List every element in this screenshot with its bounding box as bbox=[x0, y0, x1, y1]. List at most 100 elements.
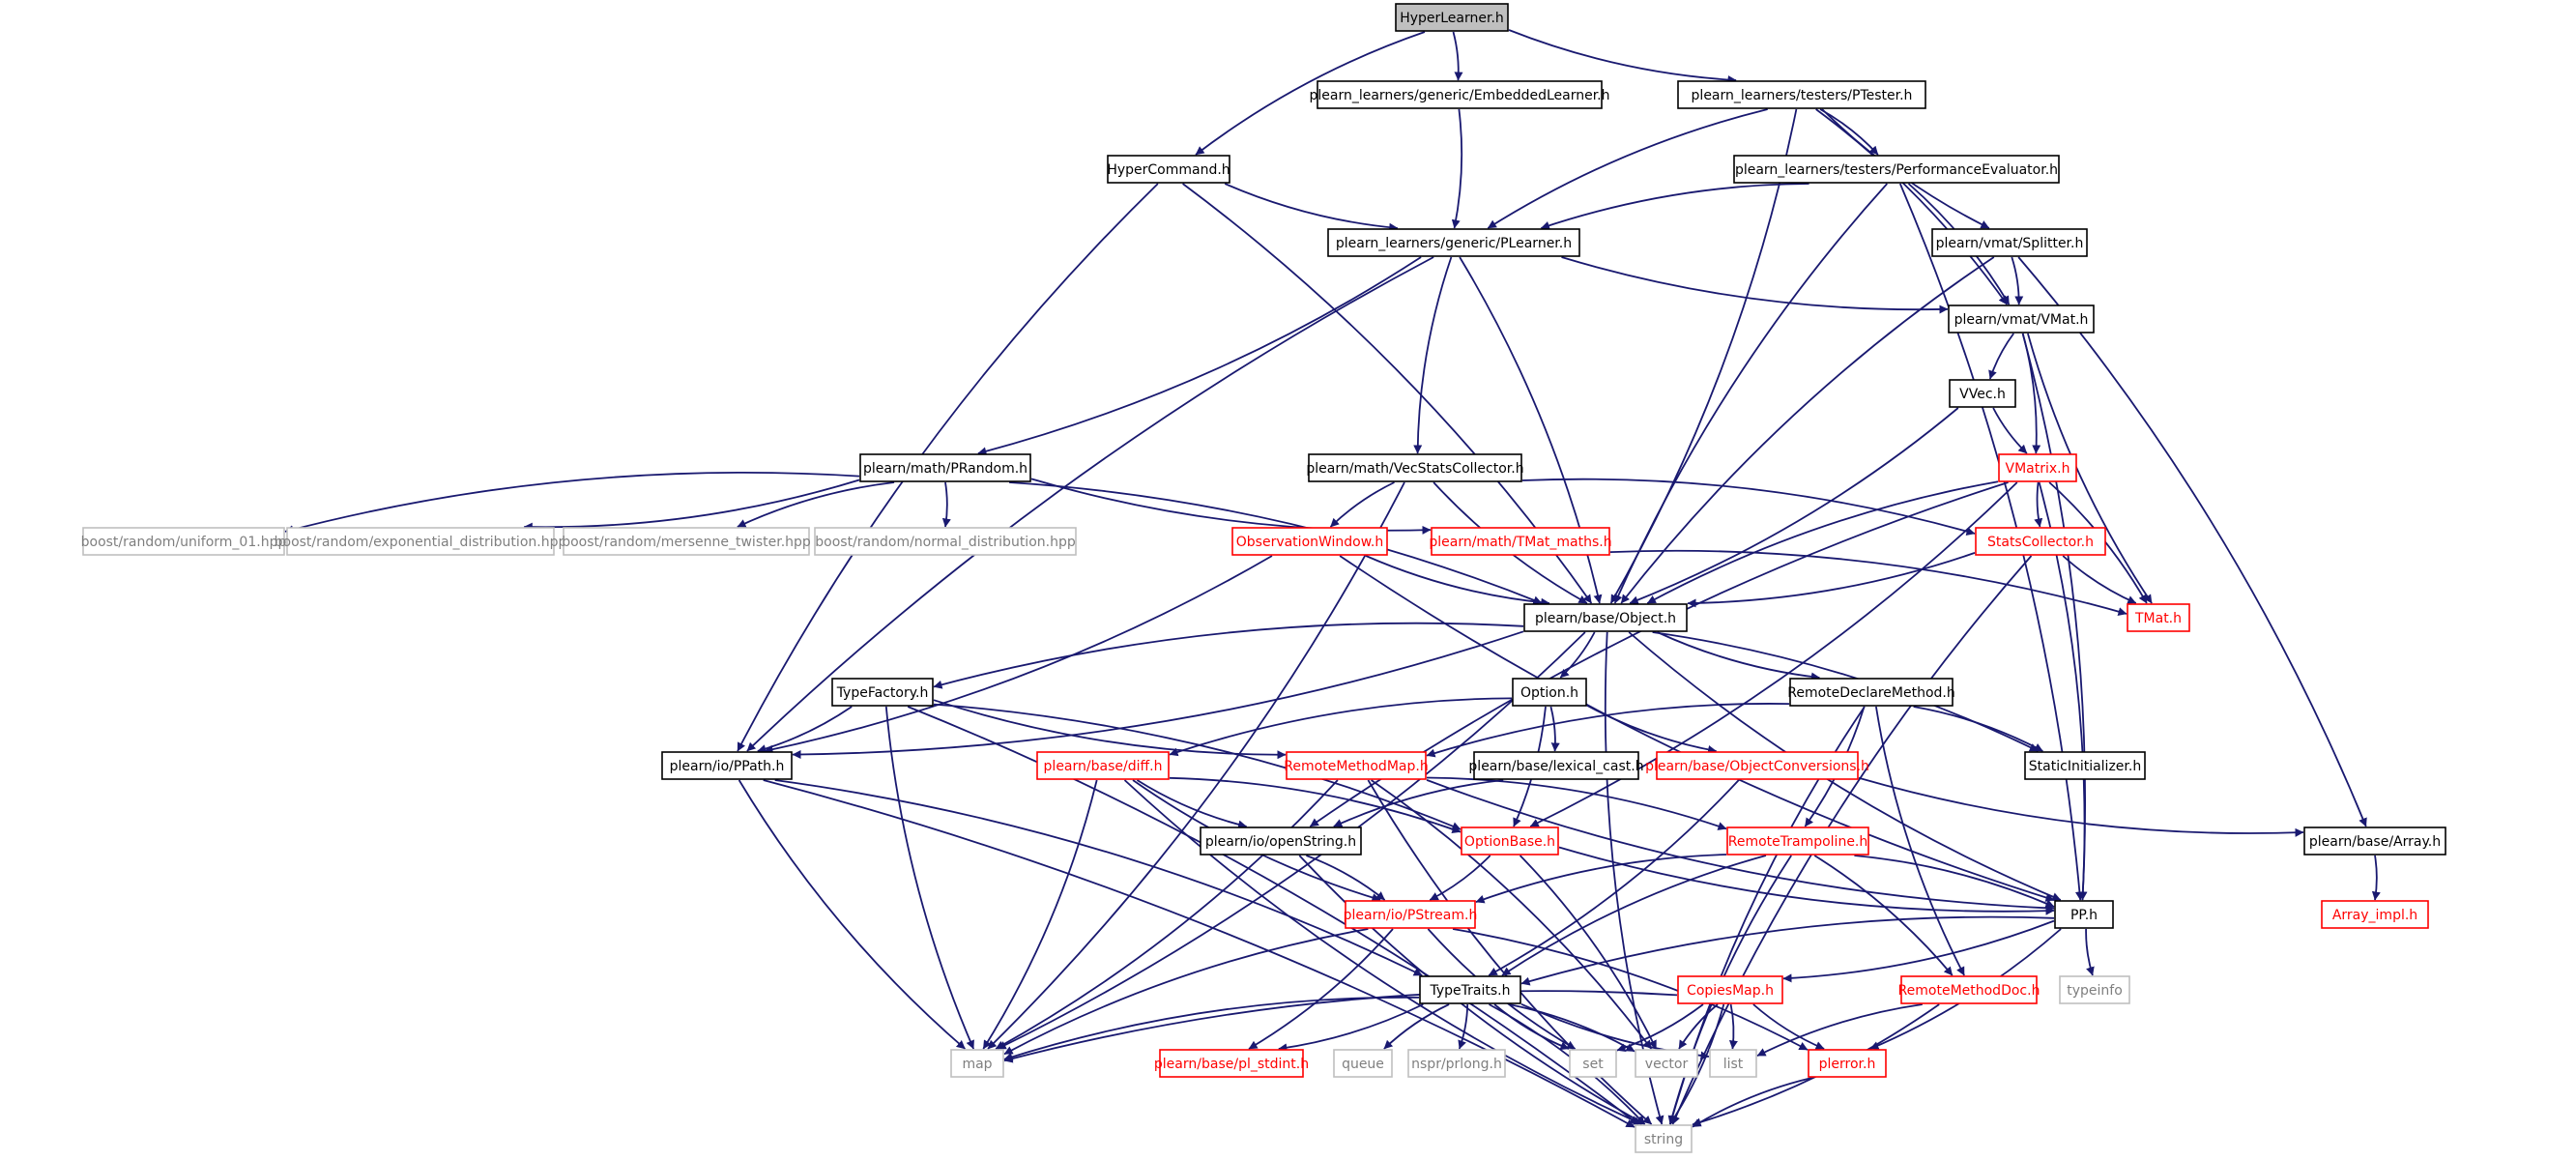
node-label-array: plearn/base/Array.h bbox=[2309, 834, 2441, 850]
node-hyperlearner[interactable]: HyperLearner.h bbox=[1395, 3, 1509, 32]
node-openstring[interactable]: plearn/io/openString.h bbox=[1200, 826, 1362, 856]
node-optionbase[interactable]: OptionBase.h bbox=[1461, 826, 1559, 856]
node-diff[interactable]: plearn/base/diff.h bbox=[1036, 751, 1170, 780]
dependency-nodes: HyperLearner.h plearn_learners/generic/Em… bbox=[81, 3, 2446, 1153]
node-pp[interactable]: PP.h bbox=[2054, 900, 2114, 929]
edge-typetraits-to-list bbox=[1520, 1002, 1710, 1060]
node-box-splitter bbox=[1931, 228, 2088, 257]
node-label-pstream: plearn/io/PStream.h bbox=[1344, 908, 1478, 923]
node-normaldist: boost/random/normal_distribution.hpp bbox=[814, 527, 1077, 556]
edge-splitter-to-vmat bbox=[2011, 256, 2024, 305]
edge-objconv-to-typetraits bbox=[1488, 779, 1740, 976]
edge-typefactory-to-ppath bbox=[757, 706, 853, 753]
node-tmat[interactable]: TMat.h bbox=[2127, 603, 2190, 632]
node-plerror[interactable]: plerror.h bbox=[1808, 1049, 1887, 1078]
node-option[interactable]: Option.h bbox=[1512, 678, 1587, 707]
edge-prandom-to-object bbox=[1009, 481, 1543, 604]
node-obswindow[interactable]: ObservationWindow.h bbox=[1231, 527, 1388, 556]
node-label-prlong: nspr/prlong.h bbox=[1411, 1057, 1502, 1072]
node-embeddedlearner[interactable]: plearn_learners/generic/EmbeddedLearner.… bbox=[1309, 80, 1610, 109]
node-box-typefactory bbox=[831, 678, 934, 707]
node-pstream[interactable]: plearn/io/PStream.h bbox=[1344, 900, 1478, 929]
node-vvec[interactable]: VVec.h bbox=[1949, 379, 2016, 408]
edge-diff-to-string bbox=[1123, 779, 1642, 1125]
node-label-hypercommand: HyperCommand.h bbox=[1107, 162, 1230, 178]
node-lexicalcast[interactable]: plearn/base/lexical_cast.h bbox=[1468, 751, 1644, 780]
edge-typetraits-to-set bbox=[1493, 1003, 1570, 1051]
node-typefactory[interactable]: TypeFactory.h bbox=[831, 678, 934, 707]
node-remotemethoddoc[interactable]: RemoteMethodDoc.h bbox=[1898, 975, 2041, 1004]
node-box-diff bbox=[1036, 751, 1170, 780]
node-remotemethodmap[interactable]: RemoteMethodMap.h bbox=[1284, 751, 1429, 780]
node-box-typetraits bbox=[1419, 975, 1521, 1004]
node-label-typefactory: TypeFactory.h bbox=[836, 685, 929, 701]
edge-diff-to-map bbox=[982, 779, 1098, 1050]
edge-embeddedlearner-to-plearner bbox=[1451, 108, 1463, 229]
node-label-ptester: plearn_learners/testers/PTester.h bbox=[1692, 88, 1913, 103]
node-label-arrayimpl: Array_impl.h bbox=[2332, 908, 2417, 923]
edge-statscollector-to-tmat bbox=[2062, 555, 2137, 604]
node-box-remotemethodmap bbox=[1286, 751, 1427, 780]
node-hypercommand[interactable]: HyperCommand.h bbox=[1107, 155, 1230, 184]
node-plstdint[interactable]: plearn/base/pl_stdint.h bbox=[1154, 1049, 1309, 1078]
edge-remotetramp-to-pp bbox=[1854, 855, 2055, 908]
node-box-string bbox=[1635, 1124, 1693, 1153]
node-arrayimpl[interactable]: Array_impl.h bbox=[2321, 900, 2429, 929]
node-box-ppath bbox=[661, 751, 793, 780]
node-tmatmaths[interactable]: plearn/math/TMat_maths.h bbox=[1429, 527, 1612, 556]
node-vmat[interactable]: plearn/vmat/VMat.h bbox=[1948, 304, 2095, 334]
edge-vmat-to-vvec bbox=[1988, 333, 2014, 380]
node-set: set bbox=[1569, 1049, 1617, 1078]
edge-pstream-to-plerror bbox=[1452, 928, 1809, 1051]
node-box-vmat bbox=[1948, 304, 2095, 334]
node-label-plerror: plerror.h bbox=[1819, 1057, 1876, 1072]
node-box-objconv bbox=[1656, 751, 1859, 780]
edge-splitter-to-object bbox=[1620, 256, 1995, 604]
node-splitter[interactable]: plearn/vmat/Splitter.h bbox=[1931, 228, 2088, 257]
edge-diff-to-openstring bbox=[1136, 779, 1248, 829]
node-ptester[interactable]: plearn_learners/testers/PTester.h bbox=[1677, 80, 1926, 109]
node-ppath[interactable]: plearn/io/PPath.h bbox=[661, 751, 793, 780]
edge-remotemethodmap-to-remotetramp bbox=[1426, 776, 1727, 830]
node-copiesmap[interactable]: CopiesMap.h bbox=[1677, 975, 1783, 1004]
node-statscollector[interactable]: StatsCollector.h bbox=[1975, 527, 2106, 556]
node-prandom[interactable]: plearn/math/PRandom.h bbox=[859, 453, 1031, 482]
node-array[interactable]: plearn/base/Array.h bbox=[2303, 826, 2446, 856]
edge-object-to-remotedeclare bbox=[1657, 631, 1820, 682]
edge-optionbase-to-pp bbox=[1558, 846, 2055, 915]
edge-plearner-to-prandom bbox=[977, 256, 1422, 456]
node-object[interactable]: plearn/base/Object.h bbox=[1523, 603, 1688, 632]
node-string: string bbox=[1635, 1124, 1693, 1153]
edge-option-to-diff bbox=[1169, 697, 1513, 757]
node-queue: queue bbox=[1333, 1049, 1393, 1078]
node-label-uniform01: boost/random/uniform_01.hpp bbox=[81, 535, 287, 550]
edge-ptester-to-vmat bbox=[1815, 108, 2009, 305]
node-box-optionbase bbox=[1461, 826, 1559, 856]
node-remotetramp[interactable]: RemoteTrampoline.h bbox=[1726, 826, 1869, 856]
edge-typefactory-to-optionbase bbox=[933, 703, 1462, 830]
node-vmatrix[interactable]: VMatrix.h bbox=[1998, 453, 2077, 482]
node-remotedeclare[interactable]: RemoteDeclareMethod.h bbox=[1787, 678, 1955, 707]
node-label-hyperlearner: HyperLearner.h bbox=[1400, 11, 1504, 26]
edge-copiesmap-to-map bbox=[1003, 990, 1678, 1063]
node-vecstats[interactable]: plearn/math/VecStatsCollector.h bbox=[1306, 453, 1524, 482]
node-label-ppath: plearn/io/PPath.h bbox=[670, 759, 785, 774]
edge-typetraits-to-queue bbox=[1383, 1003, 1450, 1050]
node-prlong: nspr/prlong.h bbox=[1407, 1049, 1506, 1078]
node-plearner[interactable]: plearn_learners/generic/PLearner.h bbox=[1327, 228, 1580, 257]
edge-objconv-to-array bbox=[1858, 776, 2304, 837]
node-objconv[interactable]: plearn/base/ObjectConversions.h bbox=[1645, 751, 1869, 780]
node-perfeval[interactable]: plearn_learners/testers/PerformanceEvalu… bbox=[1733, 155, 2060, 184]
edge-vmat-to-tmat bbox=[2027, 333, 2153, 604]
edge-vecstats-to-map bbox=[987, 481, 1405, 1050]
dependency-edges bbox=[284, 29, 2381, 1128]
edge-remotemethodmap-to-map bbox=[995, 779, 1339, 1050]
edge-remotetramp-to-remotemethoddoc bbox=[1813, 855, 1954, 976]
edge-prandom-to-uniform01 bbox=[284, 471, 860, 535]
node-typetraits[interactable]: TypeTraits.h bbox=[1419, 975, 1521, 1004]
node-staticinit[interactable]: StaticInitializer.h bbox=[2024, 751, 2146, 780]
node-box-plearner bbox=[1327, 228, 1580, 257]
node-box-prlong bbox=[1407, 1049, 1506, 1078]
edge-typefactory-to-map bbox=[884, 706, 975, 1050]
